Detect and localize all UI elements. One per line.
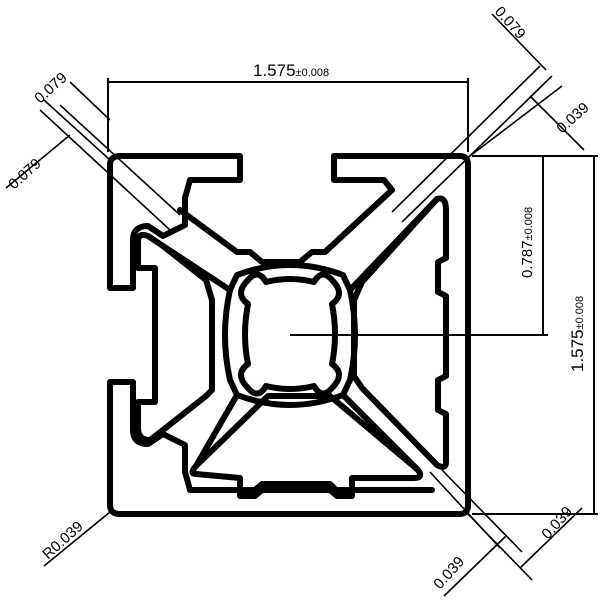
slot-tr-ext-1 bbox=[391, 65, 541, 213]
dim-height-value: 1.575±0.008 bbox=[568, 296, 587, 372]
slot-tr-ext-2 bbox=[401, 75, 553, 223]
slot-tl-dim-1 bbox=[69, 81, 111, 121]
cavity-top-right bbox=[351, 195, 449, 470]
slot-tl-ext-1 bbox=[43, 99, 111, 161]
web-line-lower-right bbox=[340, 392, 421, 473]
dim-slot-tl-outer: 0.079 bbox=[31, 69, 70, 107]
slot-tr-dim-2 bbox=[529, 95, 585, 151]
web-upper-left bbox=[177, 187, 395, 265]
dim-slot-tr: 0.079 bbox=[491, 3, 529, 42]
cavity-left bbox=[135, 231, 215, 443]
slot-br-dim-2 bbox=[519, 507, 583, 569]
slot-tl-dim-2 bbox=[5, 134, 71, 189]
slot-tl-ext-3 bbox=[39, 109, 171, 231]
corner-radius-leader bbox=[43, 511, 111, 567]
dim-width-value: 1.575±0.008 bbox=[253, 61, 329, 80]
web-line-upper-right bbox=[347, 196, 440, 293]
outer-profile-top-right bbox=[107, 153, 471, 517]
slot-tl-ext-2 bbox=[59, 104, 181, 216]
dim-wall-br-1: 0.039 bbox=[430, 553, 468, 592]
outer-profile-outline bbox=[107, 153, 243, 291]
slot-br-dim-1 bbox=[443, 535, 507, 597]
web-line-upper-left bbox=[160, 243, 233, 293]
slot-br-ext-2 bbox=[441, 469, 523, 553]
dim-wall-tr: 0.039 bbox=[553, 99, 592, 137]
outer-profile-top-slot-right bbox=[331, 153, 395, 193]
cavity-bottom bbox=[189, 393, 424, 493]
slot-tr-ext-3 bbox=[469, 85, 563, 157]
center-bore-cross bbox=[238, 271, 342, 397]
dim-wall-br-2: 0.039 bbox=[538, 503, 576, 542]
web-line-lower-left bbox=[193, 392, 240, 469]
dim-corner-radius: R0.039 bbox=[39, 518, 86, 563]
slot-tr-dim-1 bbox=[491, 13, 547, 71]
slot-br-ext-3 bbox=[465, 511, 533, 581]
dim-center-value: 0.787±0.008 bbox=[519, 207, 536, 278]
